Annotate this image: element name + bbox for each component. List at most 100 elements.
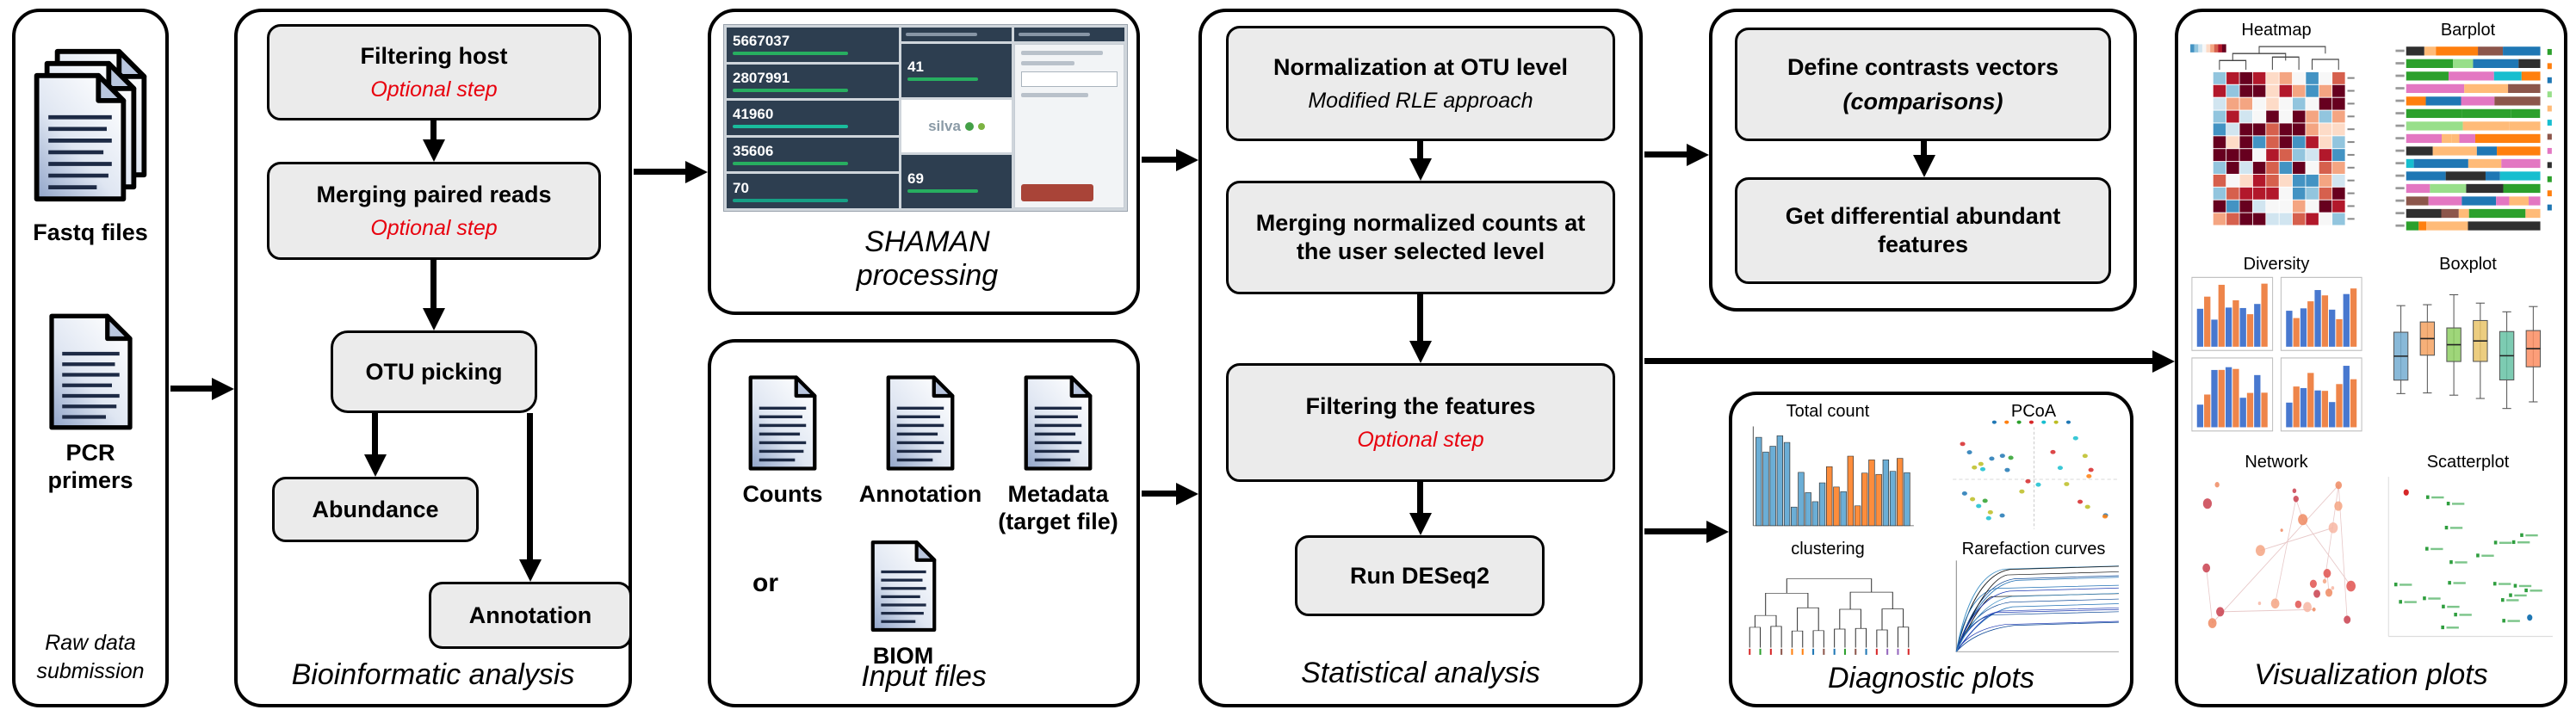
diagnostic-title: Diagnostic plots <box>1827 662 2034 694</box>
total-count-label: Total count <box>1786 402 1870 421</box>
step-label: Normalization at OTU level <box>1273 53 1569 80</box>
form-line <box>1021 51 1104 55</box>
scatterplot-thumbnail <box>2387 477 2553 638</box>
shaman-column-header <box>901 28 1012 41</box>
pcr-primers-label: PCR primers <box>47 440 133 494</box>
rle-note: Modified RLE approach <box>1308 89 1533 114</box>
stat-value: 41960 <box>733 106 774 123</box>
diversity-thumbnail <box>2191 276 2362 432</box>
form-line <box>1021 93 1089 97</box>
step-abundance: Abundance <box>272 477 479 542</box>
shaman-screenshot: 5667037 2807991 41960 35606 70 41 silva … <box>723 24 1128 212</box>
arrow-shaman-to-statistical <box>1142 157 1176 163</box>
biom-file-icon <box>868 539 939 633</box>
step-otu-picking: OTU picking <box>331 330 537 413</box>
pcoa-label: PCoA <box>2010 402 2057 421</box>
step-label: Filtering the features <box>1305 392 1536 419</box>
shaman-side-panel <box>1014 28 1124 208</box>
arrow-statistical-to-diagnostic <box>1644 528 1706 534</box>
input-files-title: Input files <box>861 660 987 693</box>
scatterplot-label: Scatterplot <box>2426 453 2510 472</box>
counter-tile: 41 <box>901 44 1012 97</box>
counts-label: Counts <box>742 481 823 507</box>
raw-data-panel: Fastq files PCR primers Raw data submiss… <box>12 9 169 707</box>
step-merging-counts: Merging normalized counts at the user se… <box>1226 181 1615 294</box>
biom-label: BIOM <box>872 643 934 669</box>
stat-bar <box>907 188 979 193</box>
optional-step-note: Optional step <box>1357 428 1484 453</box>
shaman-column-header <box>1014 28 1124 41</box>
stat-value: 35606 <box>733 143 774 160</box>
boxplot-label: Boxplot <box>2439 255 2497 274</box>
form-button <box>1021 184 1093 201</box>
statistical-title: Statistical analysis <box>1301 657 1540 689</box>
arrow-merging-to-otu <box>430 260 437 308</box>
or-label: or <box>752 569 778 597</box>
barplot-thumbnail <box>2395 46 2552 231</box>
step-merging-paired-reads: Merging paired reads Optional step <box>267 162 601 260</box>
step-sublabel: (comparisons) <box>1842 89 2003 115</box>
total-count-thumbnail <box>1752 426 1914 527</box>
metadata-label-line1: Metadata <box>1007 481 1109 507</box>
stat-value: 5667037 <box>733 33 790 50</box>
step-label: Merging paired reads <box>316 181 552 207</box>
arrow-filtering-to-deseq2 <box>1417 482 1423 513</box>
counter-value: 41 <box>907 59 924 76</box>
fastq-files-icon <box>28 46 154 210</box>
shaman-title: SHAMAN processing <box>856 225 999 292</box>
input-files-panel: Counts Annotation Metadata (target file)… <box>708 339 1140 707</box>
stat-bar <box>733 198 848 202</box>
stat-value: 70 <box>733 179 749 196</box>
step-annotation: Annotation <box>429 582 632 649</box>
stat-tile: 5667037 <box>727 28 899 62</box>
step-label: OTU picking <box>365 358 503 385</box>
step-get-differential: Get differential abundant features <box>1735 177 2111 284</box>
network-label: Network <box>2245 453 2308 472</box>
stat-tile: 41960 <box>727 101 899 135</box>
counts-file-icon <box>746 373 820 472</box>
clustering-thumbnail <box>1749 578 1910 655</box>
arrow-define-to-get <box>1921 141 1927 155</box>
stat-value: 2807991 <box>733 69 790 86</box>
stat-tile: 2807991 <box>727 64 899 99</box>
metadata-label-line2: (target file) <box>998 509 1118 535</box>
silva-logo-text: silva <box>928 117 961 134</box>
pcoa-thumbnail <box>1953 420 2118 529</box>
rarefaction-thumbnail <box>1955 560 2119 652</box>
barplot-label: Barplot <box>2440 21 2496 40</box>
statistical-panel: Normalization at OTU level Modified RLE … <box>1198 9 1643 707</box>
step-define-contrasts: Define contrasts vectors (comparisons) <box>1735 28 2111 141</box>
bioinformatic-title: Bioinformatic analysis <box>291 658 575 691</box>
form-input <box>1021 71 1118 87</box>
step-label: Define contrasts vectors <box>1786 53 2059 80</box>
optional-step-note: Optional step <box>370 216 498 241</box>
contrasts-panel: Define contrasts vectors (comparisons) G… <box>1709 9 2137 312</box>
step-label: Filtering host <box>360 42 508 69</box>
heatmap-label: Heatmap <box>2241 21 2312 40</box>
shaman-form <box>1014 44 1124 208</box>
step-label: Abundance <box>312 496 439 522</box>
silva-logo: silva <box>901 99 1012 153</box>
stat-bar <box>733 52 848 56</box>
counter-tile: 69 <box>901 155 1012 209</box>
shaman-stats-column: 5667037 2807991 41960 35606 70 <box>727 28 899 208</box>
step-label: Merging normalized counts at the user se… <box>1255 210 1586 264</box>
arrow-bioinformatic-to-shaman <box>634 169 685 175</box>
raw-data-caption: Raw data submission <box>36 631 145 683</box>
stat-bar <box>733 88 848 92</box>
arrow-merging-to-filtering <box>1417 294 1423 341</box>
arrow-statistical-to-visualization <box>1644 358 2152 364</box>
metadata-label: Metadata (target file) <box>981 480 1136 536</box>
network-thumbnail <box>2202 481 2356 628</box>
arrow-otu-to-annotation <box>527 413 533 559</box>
shaman-middle-column: 41 silva 69 <box>901 28 1012 209</box>
step-normalization: Normalization at OTU level Modified RLE … <box>1226 26 1615 141</box>
step-label: Get differential abundant features <box>1785 203 2061 257</box>
silva-leaf-icon <box>977 122 985 130</box>
visualization-panel: Heatmap Barplot Diversity Boxplot Networ… <box>2175 9 2567 707</box>
arrow-otu-to-abundance <box>372 413 378 454</box>
step-label: Annotation <box>468 602 592 628</box>
bioinformatic-panel: Filtering host Optional step Merging pai… <box>234 9 632 707</box>
heatmap-thumbnail <box>2190 44 2355 225</box>
stat-bar <box>733 125 848 129</box>
